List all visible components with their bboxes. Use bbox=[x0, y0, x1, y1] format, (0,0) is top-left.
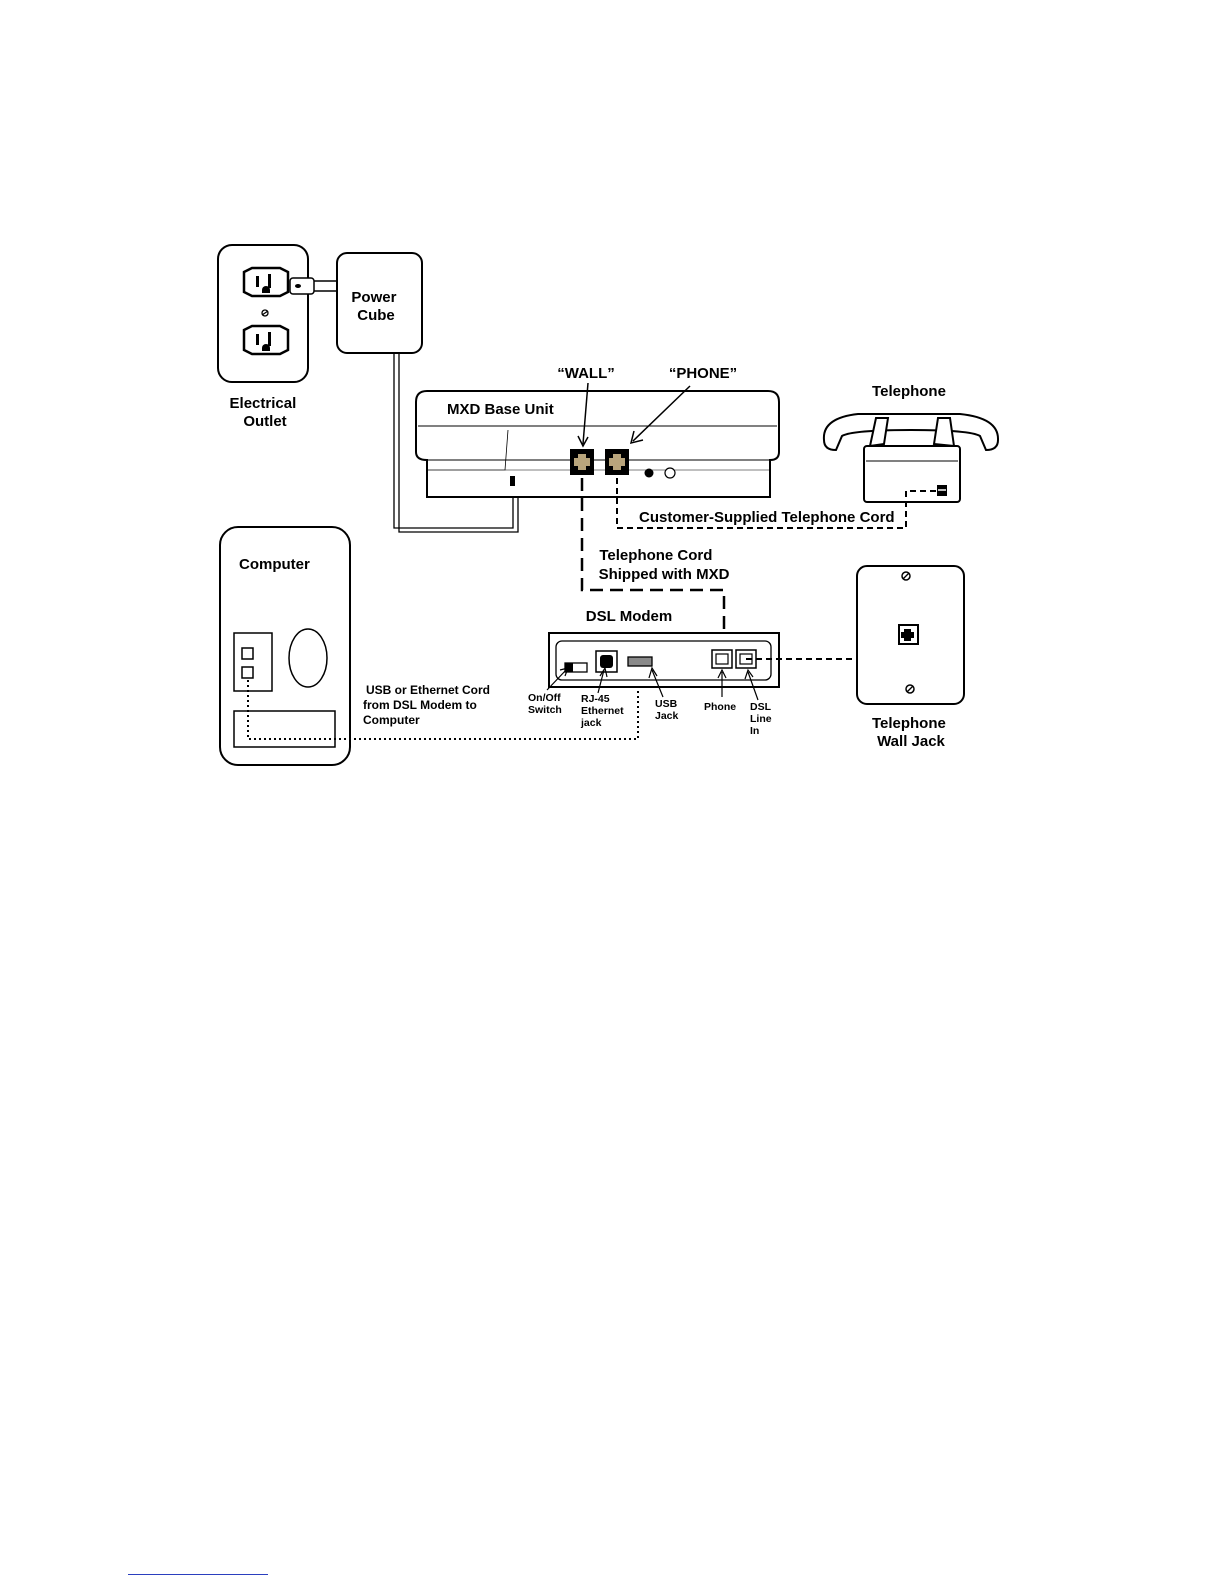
indicator-light-icon bbox=[665, 468, 675, 478]
phone-port-jack bbox=[605, 449, 629, 475]
footer-rule bbox=[128, 1574, 268, 1575]
power-jack-icon bbox=[645, 469, 654, 478]
modem-phone-label: Phone bbox=[704, 701, 736, 713]
computer-fan-icon bbox=[289, 629, 327, 687]
outlet-socket-top bbox=[244, 268, 288, 296]
wall-jack-label: Telephone Wall Jack bbox=[872, 715, 950, 750]
wall-jack-port-icon bbox=[899, 625, 918, 644]
shipped-cord-label: Telephone Cord Shipped with MXD bbox=[599, 547, 730, 583]
computer-usb-port bbox=[242, 648, 253, 659]
wall-jack-screw-icon-top bbox=[902, 572, 910, 580]
wall-jack-screw-icon-bottom bbox=[906, 685, 914, 693]
telephone-icon bbox=[824, 414, 998, 502]
plug-icon bbox=[290, 278, 314, 294]
outlet-socket-bottom bbox=[244, 326, 288, 354]
telephone-label: Telephone bbox=[872, 383, 946, 400]
dsl-modem-label: DSL Modem bbox=[586, 608, 672, 625]
usb-ethernet-cord-label: USB or Ethernet Cord from DSL Modem to C… bbox=[363, 683, 493, 727]
electrical-outlet-label: Electrical Outlet bbox=[230, 395, 301, 430]
mxd-base-unit-label: MXD Base Unit bbox=[447, 401, 554, 418]
on-off-switch-label: On/Off Switch bbox=[528, 692, 564, 716]
rj45-label: RJ-45 Ethernet jack bbox=[580, 693, 627, 729]
wall-port-jack bbox=[570, 449, 594, 475]
phone-port-label: “PHONE” bbox=[669, 365, 737, 382]
power-cube-label: Power Cube bbox=[351, 289, 400, 324]
dsl-modem bbox=[549, 633, 779, 687]
customer-cord-label: Customer-Supplied Telephone Cord bbox=[639, 509, 895, 526]
outlet-screw-icon bbox=[262, 310, 268, 316]
usb-jack bbox=[628, 657, 652, 666]
computer-ethernet-port bbox=[242, 667, 253, 678]
usb-jack-label: USB Jack bbox=[655, 698, 680, 722]
dsl-line-in-label: DSL Line In bbox=[750, 701, 775, 737]
computer-label: Computer bbox=[239, 556, 310, 573]
wall-port-label: “WALL” bbox=[557, 365, 615, 382]
rj45-ethernet-jack bbox=[596, 651, 617, 672]
electrical-outlet bbox=[218, 245, 337, 382]
telephone-wall-jack bbox=[857, 566, 964, 704]
